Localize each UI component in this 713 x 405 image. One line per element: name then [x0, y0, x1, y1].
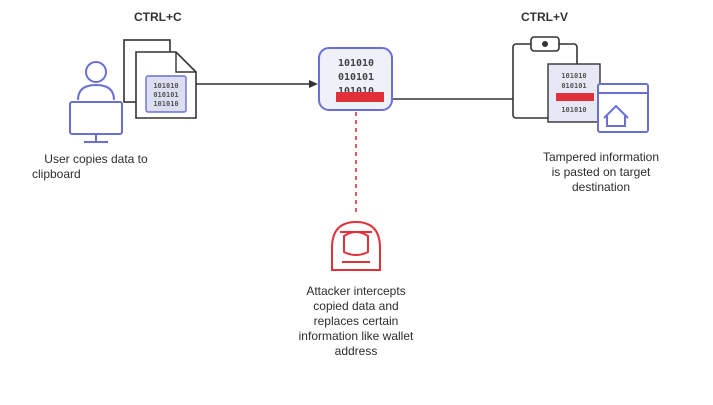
- browser-home-window-icon: [597, 83, 649, 133]
- clipboard-icon: 101010 010101 101010: [512, 36, 601, 123]
- svg-text:101010: 101010: [561, 106, 586, 114]
- copy-caption-line: User copies data to: [44, 152, 148, 166]
- copy-step-caption: User copies data to clipboard: [18, 152, 174, 182]
- svg-text:101010: 101010: [338, 86, 374, 97]
- clipboard-binary-data-icon: 101010 010101 101010: [318, 47, 393, 111]
- attacker-caption-line: replaces certain: [313, 314, 399, 328]
- svg-text:010101: 010101: [561, 82, 586, 90]
- tampered-data-highlight: [336, 92, 384, 102]
- hooded-attacker-icon: [331, 220, 381, 271]
- svg-text:101010: 101010: [338, 58, 374, 69]
- svg-text:010101: 010101: [153, 91, 178, 99]
- svg-text:101010: 101010: [153, 82, 178, 90]
- svg-text:101010: 101010: [561, 72, 586, 80]
- copy-caption-line: clipboard: [32, 167, 81, 181]
- copy-shortcut-label: CTRL+C: [134, 10, 182, 24]
- paste-caption-line: is pasted on target: [551, 165, 651, 179]
- svg-text:010101: 010101: [338, 72, 374, 83]
- attacker-caption-line: information like wallet: [298, 329, 414, 343]
- paste-shortcut-label: CTRL+V: [521, 10, 569, 24]
- copy-flow-arrowhead: [309, 80, 318, 88]
- paste-step-caption: Tampered information is pasted on target…: [526, 150, 676, 195]
- attacker-caption-line: Attacker intercepts: [306, 284, 406, 298]
- copied-document-icon: 101010 010101 101010: [123, 39, 197, 119]
- paste-caption-line: Tampered information: [542, 150, 660, 164]
- pasted-tampered-highlight: [556, 93, 594, 101]
- attacker-step-caption: Attacker intercepts copied data and repl…: [276, 284, 436, 359]
- svg-text:101010: 101010: [153, 100, 178, 108]
- attacker-caption-line: address: [334, 344, 378, 358]
- user-at-computer-icon: [69, 61, 123, 143]
- attacker-caption-line: copied data and: [313, 299, 399, 313]
- paste-caption-line: destination: [571, 180, 631, 194]
